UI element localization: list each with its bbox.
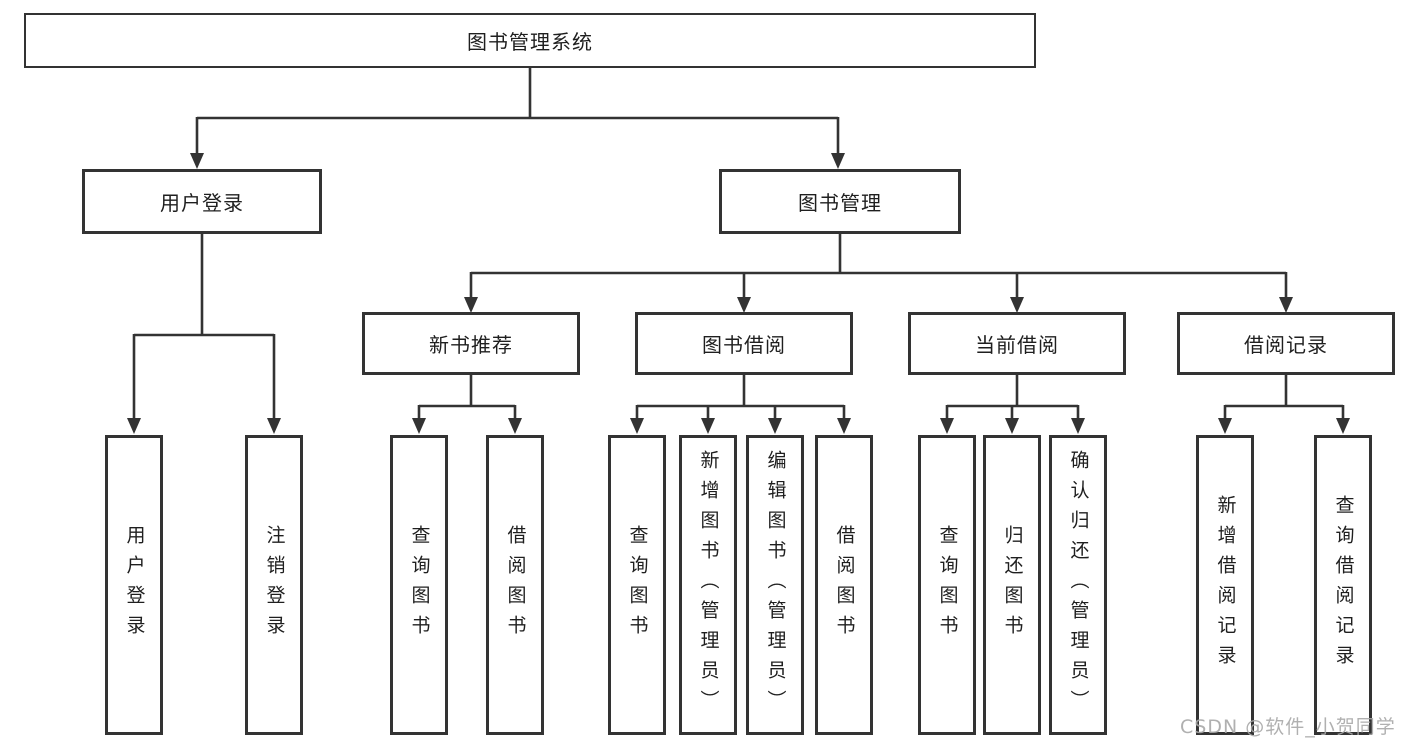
leaf-query-books-current: 查询图书 xyxy=(918,435,976,735)
leaf-query-books-borrow: 查询图书 xyxy=(608,435,666,735)
leaf-query-borrow-record: 查询借阅记录 xyxy=(1314,435,1372,735)
node-user-login-branch: 用户登录 xyxy=(82,169,322,234)
node-book-borrow: 图书借阅 xyxy=(635,312,853,375)
node-new-book-recommend: 新书推荐 xyxy=(362,312,580,375)
leaf-return-books: 归还图书 xyxy=(983,435,1041,735)
leaf-add-borrow-record: 新增借阅记录 xyxy=(1196,435,1254,735)
leaf-user-login: 用户登录 xyxy=(105,435,163,735)
leaf-query-books-recommend: 查询图书 xyxy=(390,435,448,735)
node-borrow-records: 借阅记录 xyxy=(1177,312,1395,375)
arrowhead-icons xyxy=(127,153,1350,434)
csdn-watermark: CSDN @软件_小贺同学 xyxy=(1180,716,1396,738)
leaf-borrow-books-recommend: 借阅图书 xyxy=(486,435,544,735)
leaf-edit-books-admin: 编辑图书（管理员） xyxy=(746,435,804,735)
node-current-borrow: 当前借阅 xyxy=(908,312,1126,375)
node-book-management-branch: 图书管理 xyxy=(719,169,961,234)
leaf-confirm-return-admin: 确认归还（管理员） xyxy=(1049,435,1107,735)
leaf-add-books-admin: 新增图书（管理员） xyxy=(679,435,737,735)
node-library-management-system: 图书管理系统 xyxy=(24,13,1036,68)
leaf-logout: 注销登录 xyxy=(245,435,303,735)
leaf-borrow-books: 借阅图书 xyxy=(815,435,873,735)
